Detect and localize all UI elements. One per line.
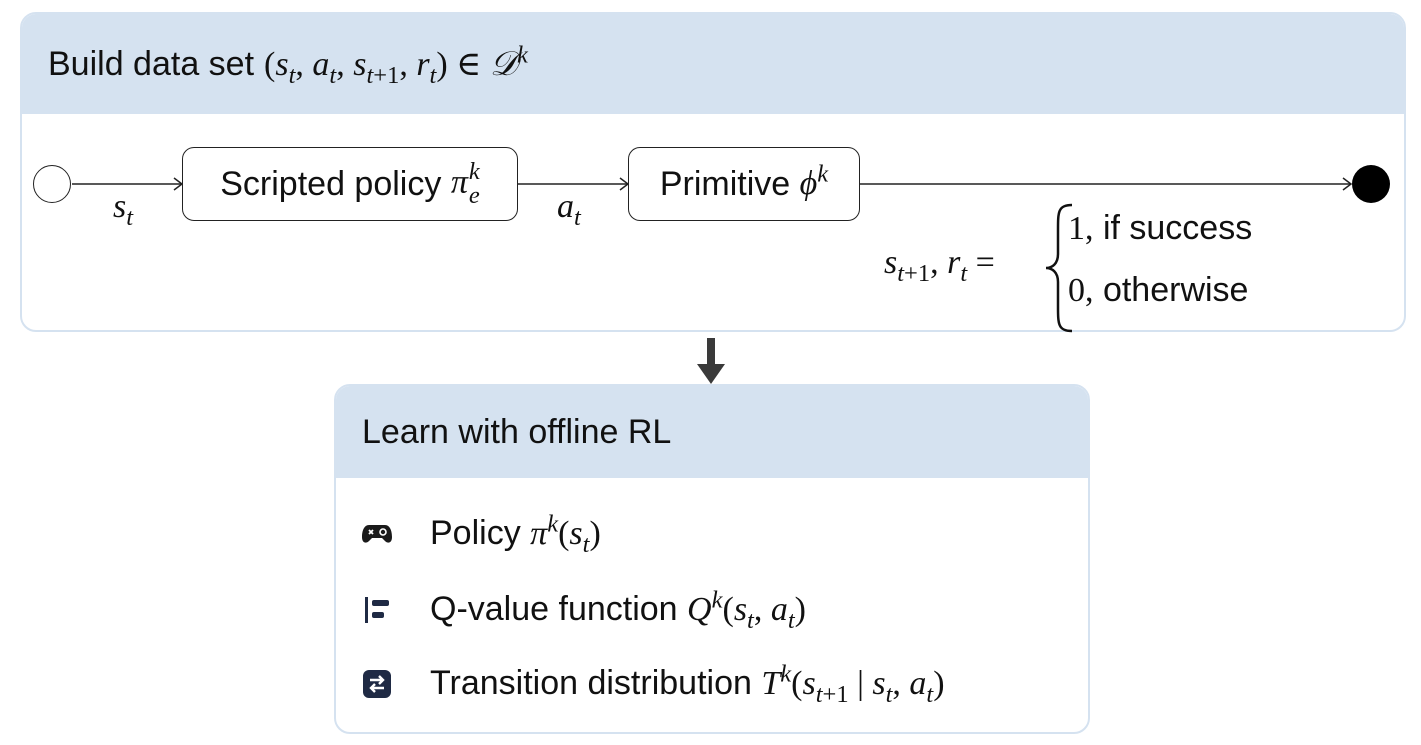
end-node [1352, 165, 1390, 203]
primitive-node: Primitive ϕk [628, 147, 860, 221]
dataset-tuple-formula: (st, at, st+1, rt) ∈ 𝒟k [264, 41, 528, 89]
offline-rl-header: Learn with offline RL [336, 386, 1088, 478]
list-item-policy: Policy πk(st) [336, 511, 601, 556]
offline-rl-title: Learn with offline RL [362, 412, 672, 451]
reward-definition: st+1, rt = [884, 244, 995, 287]
build-dataset-panel: Build data set (st, at, st+1, rt) ∈ 𝒟k [20, 12, 1406, 332]
build-dataset-title: Build data set [48, 44, 255, 83]
reward-case-otherwise: 0, otherwise [1068, 271, 1249, 309]
state-label: st [113, 188, 134, 231]
list-item-q-value: Q-value function Qk(st, at) [336, 587, 806, 632]
value-bars-icon [362, 595, 392, 625]
list-item-transition: Transition distribution Tk(st+1 | st, at… [336, 661, 945, 706]
reward-case-success: 1, if success [1068, 209, 1253, 247]
transition-icon [362, 669, 392, 699]
action-label: at [557, 188, 581, 231]
offline-rl-panel: Learn with offline RL Policy πk(st) Q-va… [334, 384, 1090, 734]
down-arrow [697, 338, 725, 384]
build-dataset-header: Build data set (st, at, st+1, rt) ∈ 𝒟k [22, 14, 1404, 114]
gamepad-icon [362, 519, 392, 549]
start-node [33, 165, 71, 203]
